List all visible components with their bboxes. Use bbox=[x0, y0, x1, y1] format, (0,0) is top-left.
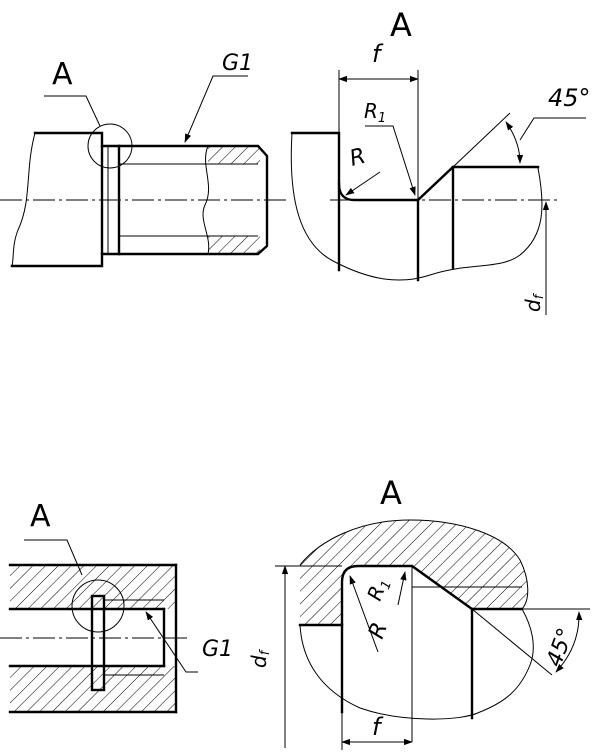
bottom-thread-label: G1 bbox=[202, 637, 233, 662]
top-dim-fillet-outer: R bbox=[347, 144, 368, 172]
top-figure: A G1 A f R1 R 45° df bbox=[0, 6, 591, 315]
bottom-detail-title: A bbox=[380, 474, 402, 512]
top-detail-view bbox=[290, 70, 586, 315]
top-section-label: A bbox=[52, 57, 73, 92]
top-thread-label: G1 bbox=[222, 51, 253, 76]
bottom-figure: A G1 A f R1 R 45° df bbox=[0, 474, 590, 750]
bottom-detail-view bbox=[275, 519, 590, 750]
top-dim-diameter: df bbox=[521, 292, 547, 312]
top-detail-title: A bbox=[390, 6, 412, 44]
top-dim-width: f bbox=[372, 40, 384, 68]
bottom-section-label: A bbox=[30, 499, 51, 534]
bottom-bore-view bbox=[0, 539, 198, 714]
top-shaft-view bbox=[0, 75, 288, 268]
top-dim-angle: 45° bbox=[548, 84, 591, 112]
bottom-dim-fillet-outer: R bbox=[364, 619, 393, 642]
bottom-dim-width: f bbox=[372, 713, 384, 741]
bottom-dim-angle: 45° bbox=[542, 625, 579, 670]
bottom-dim-diameter: df bbox=[247, 648, 273, 668]
top-dim-fillet-inner: R1 bbox=[364, 99, 386, 126]
bottom-dim-fillet-inner: R1 bbox=[362, 575, 395, 605]
